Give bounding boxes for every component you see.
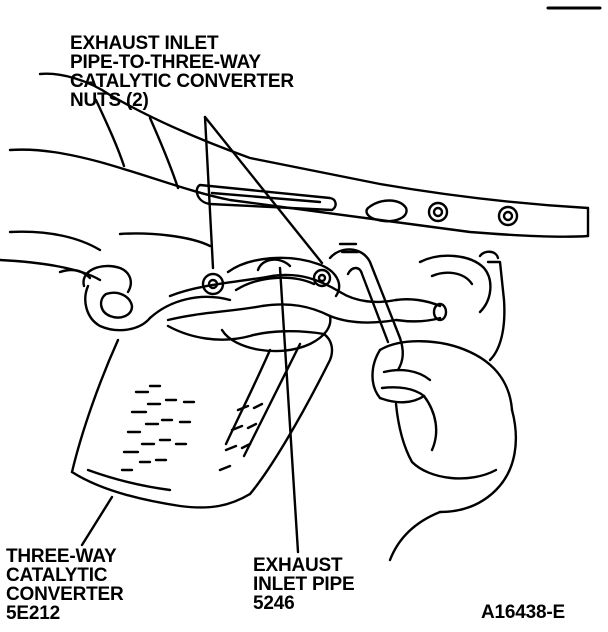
pipe-leader bbox=[278, 266, 300, 554]
flange-nut-left bbox=[201, 272, 225, 296]
hand bbox=[371, 340, 518, 562]
callout-line: EXHAUST INLET bbox=[70, 33, 219, 54]
callout-line: 5246 bbox=[253, 593, 295, 614]
nuts-leader bbox=[203, 115, 324, 270]
callout-line: 5E212 bbox=[6, 603, 60, 624]
floor-pan bbox=[0, 72, 590, 282]
rubber-hanger bbox=[58, 264, 152, 332]
nuts-callout-label: EXHAUST INLET PIPE-TO-THREE-WAY CATALYTI… bbox=[70, 34, 294, 110]
exhaust-inlet-pipe bbox=[166, 256, 448, 353]
converter-leader bbox=[80, 495, 114, 547]
callout-line: PIPE-TO-THREE-WAY bbox=[70, 52, 261, 73]
catalytic-converter bbox=[70, 295, 334, 509]
wrench bbox=[328, 248, 404, 372]
figure-id: A16438-E bbox=[481, 602, 565, 623]
callout-line: CATALYTIC CONVERTER bbox=[70, 71, 294, 92]
frame-bracket bbox=[338, 242, 506, 362]
callout-line: NUTS (2) bbox=[70, 90, 149, 111]
converter-callout-label: THREE-WAY CATALYTIC CONVERTER 5E212 bbox=[6, 547, 124, 623]
flange-nut-right bbox=[312, 268, 332, 288]
callout-line: CONVERTER bbox=[6, 584, 124, 605]
pipe-callout-label: EXHAUST INLET PIPE 5246 bbox=[253, 555, 355, 614]
callout-line: THREE-WAY bbox=[6, 546, 117, 567]
callout-line: EXHAUST bbox=[253, 555, 343, 576]
callout-line: CATALYTIC bbox=[6, 565, 108, 586]
callout-line: INLET PIPE bbox=[253, 574, 355, 595]
